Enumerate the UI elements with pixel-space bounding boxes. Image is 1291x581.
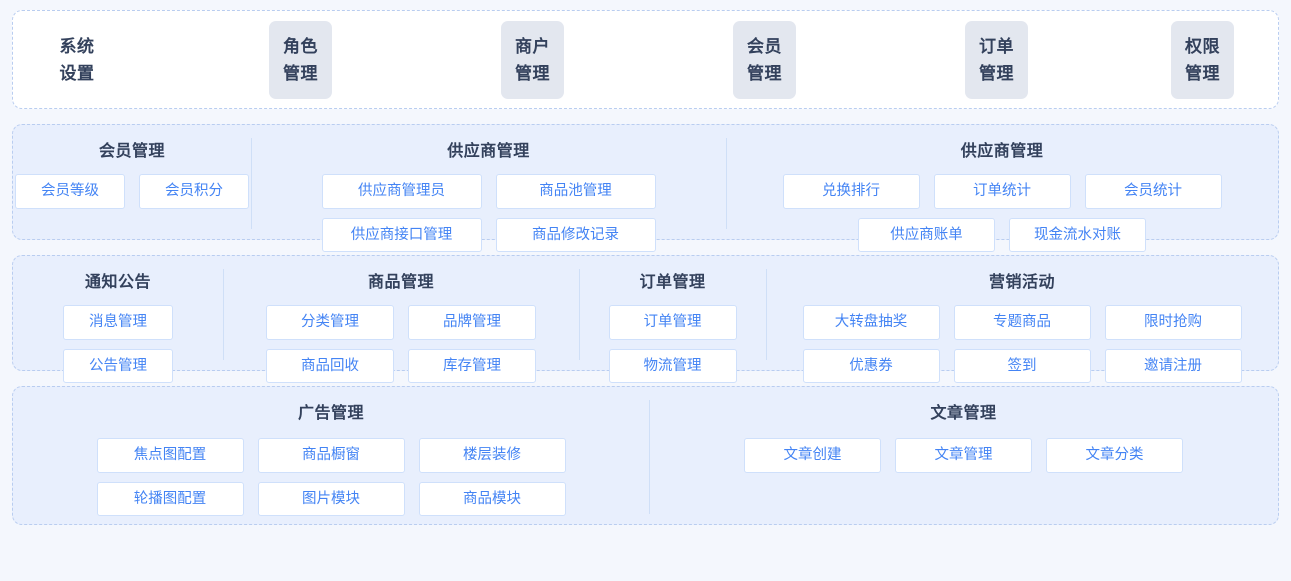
module-button-floor-decoration[interactable]: 楼层装修: [418, 438, 566, 473]
top-bar-cell-member: 会员 管理: [733, 20, 965, 99]
column-title: 供应商管理: [447, 143, 530, 160]
column-supplier-statistics: 供应商管理 兑换排行 订单统计 会员统计 供应商账单 现金流水对账: [726, 125, 1278, 252]
column-advertising-management: 广告管理 焦点图配置 商品橱窗 楼层装修 轮播图配置 图片模块 商品模块: [13, 387, 649, 524]
module-button-image-module[interactable]: 图片模块: [257, 481, 405, 516]
column-order-management: 订单管理 订单管理 物流管理: [579, 256, 766, 383]
module-button-order-management[interactable]: 订单管理: [608, 305, 737, 340]
module-button-topic-product[interactable]: 专题商品: [953, 305, 1091, 340]
label-line-1: 系统: [59, 36, 95, 56]
section-notice-product-order-marketing: 通知公告 消息管理 公告管理 商品管理 分类管理 品牌管理 商品回收 库存管理 …: [12, 255, 1279, 383]
module-button-article-create[interactable]: 文章创建: [744, 438, 881, 473]
module-button-message-management[interactable]: 消息管理: [63, 305, 173, 340]
nav-chip-member-management[interactable]: 会员 管理: [733, 20, 796, 99]
module-button-product-recycle[interactable]: 商品回收: [266, 348, 394, 383]
button-grid: 会员等级 会员积分: [13, 174, 251, 209]
top-bar-cell-merchant: 商户 管理: [501, 20, 733, 99]
module-button-article-management[interactable]: 文章管理: [895, 438, 1032, 473]
chip-line-1: 订单: [979, 36, 1014, 56]
module-button-supplier-bill[interactable]: 供应商账单: [858, 217, 995, 252]
module-button-invite-register[interactable]: 邀请注册: [1104, 348, 1242, 383]
chip-line-2: 管理: [979, 63, 1014, 83]
module-button-focus-image-config[interactable]: 焦点图配置: [96, 438, 244, 473]
module-button-coupon[interactable]: 优惠券: [802, 348, 940, 383]
column-article-management: 文章管理 文章创建 文章管理 文章分类: [649, 387, 1278, 524]
top-bar-cell-order: 订单 管理: [965, 20, 1171, 99]
button-grid: 大转盘抽奖 专题商品 限时抢购 优惠券 签到 邀请注册: [795, 305, 1250, 383]
module-button-announcement-management[interactable]: 公告管理: [63, 348, 173, 383]
module-button-product-showcase[interactable]: 商品橱窗: [257, 438, 405, 473]
module-button-member-points[interactable]: 会员积分: [139, 174, 249, 209]
chip-line-1: 商户: [515, 36, 550, 56]
column-title: 商品管理: [367, 274, 434, 291]
module-button-supplier-interface[interactable]: 供应商接口管理: [321, 217, 482, 252]
nav-chip-role-management[interactable]: 角色 管理: [269, 20, 332, 99]
column-title: 订单管理: [639, 274, 706, 291]
module-button-supplier-admin[interactable]: 供应商管理员: [321, 174, 482, 209]
button-grid: 分类管理 品牌管理 商品回收 库存管理: [223, 305, 579, 383]
section-member-supplier: 会员管理 会员等级 会员积分 供应商管理 供应商管理员 商品池管理 供应商接口管…: [12, 124, 1279, 252]
module-button-exchange-ranking[interactable]: 兑换排行: [782, 174, 920, 209]
nav-chip-merchant-management[interactable]: 商户 管理: [501, 20, 564, 99]
module-button-logistics-management[interactable]: 物流管理: [608, 348, 737, 383]
module-button-article-category[interactable]: 文章分类: [1046, 438, 1183, 473]
module-button-inventory-management[interactable]: 库存管理: [408, 348, 536, 383]
module-button-product-change-log[interactable]: 商品修改记录: [495, 217, 656, 252]
column-notice-announcement: 通知公告 消息管理 公告管理: [13, 256, 223, 383]
module-button-flash-sale[interactable]: 限时抢购: [1104, 305, 1242, 340]
button-grid: 订单管理 物流管理: [579, 305, 766, 383]
module-button-order-statistics[interactable]: 订单统计: [933, 174, 1071, 209]
column-title: 通知公告: [84, 274, 151, 291]
column-title: 广告管理: [297, 405, 364, 422]
system-settings-label: 系统 设置: [51, 33, 103, 87]
button-grid: 消息管理 公告管理: [13, 305, 223, 383]
top-bar-label-cell: 系统 设置: [51, 33, 269, 87]
column-title: 会员管理: [98, 143, 165, 160]
module-button-check-in[interactable]: 签到: [953, 348, 1091, 383]
column-marketing-activity: 营销活动 大转盘抽奖 专题商品 限时抢购 优惠券 签到 邀请注册: [766, 256, 1278, 383]
chip-line-2: 管理: [1185, 63, 1220, 83]
button-grid: 文章创建 文章管理 文章分类: [744, 438, 1183, 473]
chip-line-1: 会员: [747, 36, 782, 56]
chip-line-2: 管理: [515, 63, 550, 83]
module-button-member-level[interactable]: 会员等级: [15, 174, 125, 209]
label-line-2: 设置: [59, 63, 95, 83]
nav-chip-permission-management[interactable]: 权限 管理: [1171, 20, 1234, 99]
top-bar-cell-role: 角色 管理: [269, 20, 501, 99]
column-title: 供应商管理: [960, 143, 1044, 160]
module-button-product-module[interactable]: 商品模块: [418, 481, 566, 516]
chip-line-2: 管理: [747, 63, 782, 83]
column-title: 文章管理: [930, 405, 997, 422]
module-button-member-statistics[interactable]: 会员统计: [1084, 174, 1222, 209]
button-grid: 焦点图配置 商品橱窗 楼层装修 轮播图配置 图片模块 商品模块: [94, 438, 569, 516]
column-title: 营销活动: [988, 274, 1055, 291]
column-member-management: 会员管理 会员等级 会员积分: [13, 125, 251, 239]
module-button-category-management[interactable]: 分类管理: [266, 305, 394, 340]
chip-line-2: 管理: [283, 63, 318, 83]
module-button-wheel-lottery[interactable]: 大转盘抽奖: [802, 305, 940, 340]
chip-line-1: 角色: [283, 36, 318, 56]
section-advertising-article: 广告管理 焦点图配置 商品橱窗 楼层装修 轮播图配置 图片模块 商品模块 文章管…: [12, 386, 1279, 525]
top-bar-cell-permission: 权限 管理: [1171, 20, 1248, 99]
module-button-cash-flow-reconciliation[interactable]: 现金流水对账: [1009, 217, 1146, 252]
module-button-product-pool[interactable]: 商品池管理: [495, 174, 656, 209]
module-button-brand-management[interactable]: 品牌管理: [408, 305, 536, 340]
column-product-management: 商品管理 分类管理 品牌管理 商品回收 库存管理: [223, 256, 579, 383]
button-grid: 供应商管理员 商品池管理 供应商接口管理 商品修改记录: [251, 174, 726, 252]
chip-line-1: 权限: [1185, 36, 1220, 56]
system-settings-bar: 系统 设置 角色 管理 商户 管理 会员 管理: [12, 10, 1279, 109]
module-button-carousel-config[interactable]: 轮播图配置: [96, 481, 244, 516]
button-grid: 兑换排行 订单统计 会员统计 供应商账单 现金流水对账: [775, 174, 1230, 252]
column-supplier-management: 供应商管理 供应商管理员 商品池管理 供应商接口管理 商品修改记录: [251, 125, 726, 252]
nav-chip-order-management[interactable]: 订单 管理: [965, 20, 1028, 99]
